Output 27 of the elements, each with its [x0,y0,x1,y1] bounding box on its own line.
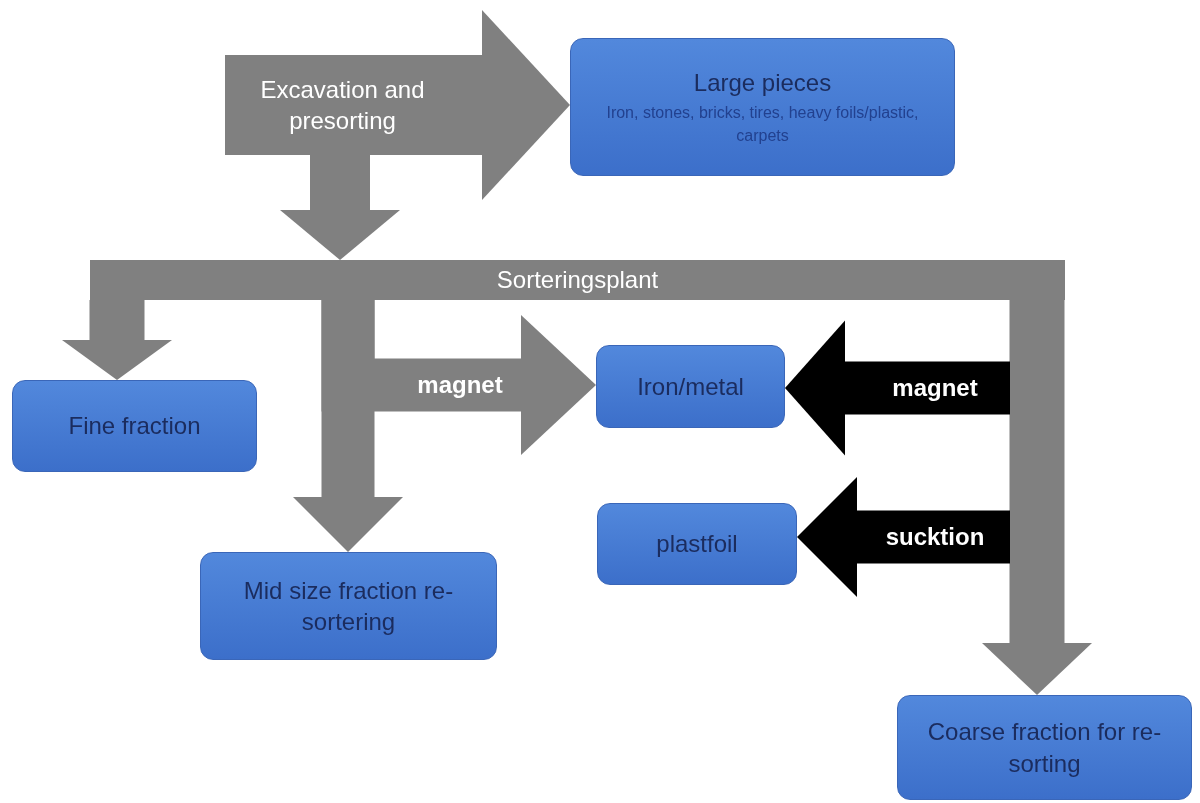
block-arrow [62,300,172,380]
node-title: plastfoil [656,529,738,560]
edge-label: magnet [417,371,503,399]
node-title: Large pieces [693,68,832,98]
process-box [570,38,955,176]
process-box [596,345,785,428]
node-description: Iron, stones, bricks, tires, heavy foils/plastic, carpets [605,103,920,146]
process-box [12,380,257,472]
block-arrow [982,300,1092,695]
arrow-body [225,55,460,155]
node-title: Excavation and presorting [259,74,426,136]
node-title: Mid size fraction re-sortering [242,575,455,637]
sorting-band [90,260,1065,300]
process-box [200,552,497,660]
block-arrow [460,10,570,200]
block-arrow [280,155,400,260]
process-box [897,695,1192,800]
block-arrow [785,320,1010,456]
node-title: Iron/metal [637,371,744,402]
node-title: Sorteringsplant [496,265,659,296]
process-box [597,503,797,585]
edge-label: magnet [892,374,978,402]
block-arrow [797,477,1010,597]
node-title: Coarse fraction for re-sorting [926,717,1163,779]
edge-label: sucktion [885,523,985,551]
block-arrow [321,300,596,455]
node-title: Fine fraction [68,411,201,442]
